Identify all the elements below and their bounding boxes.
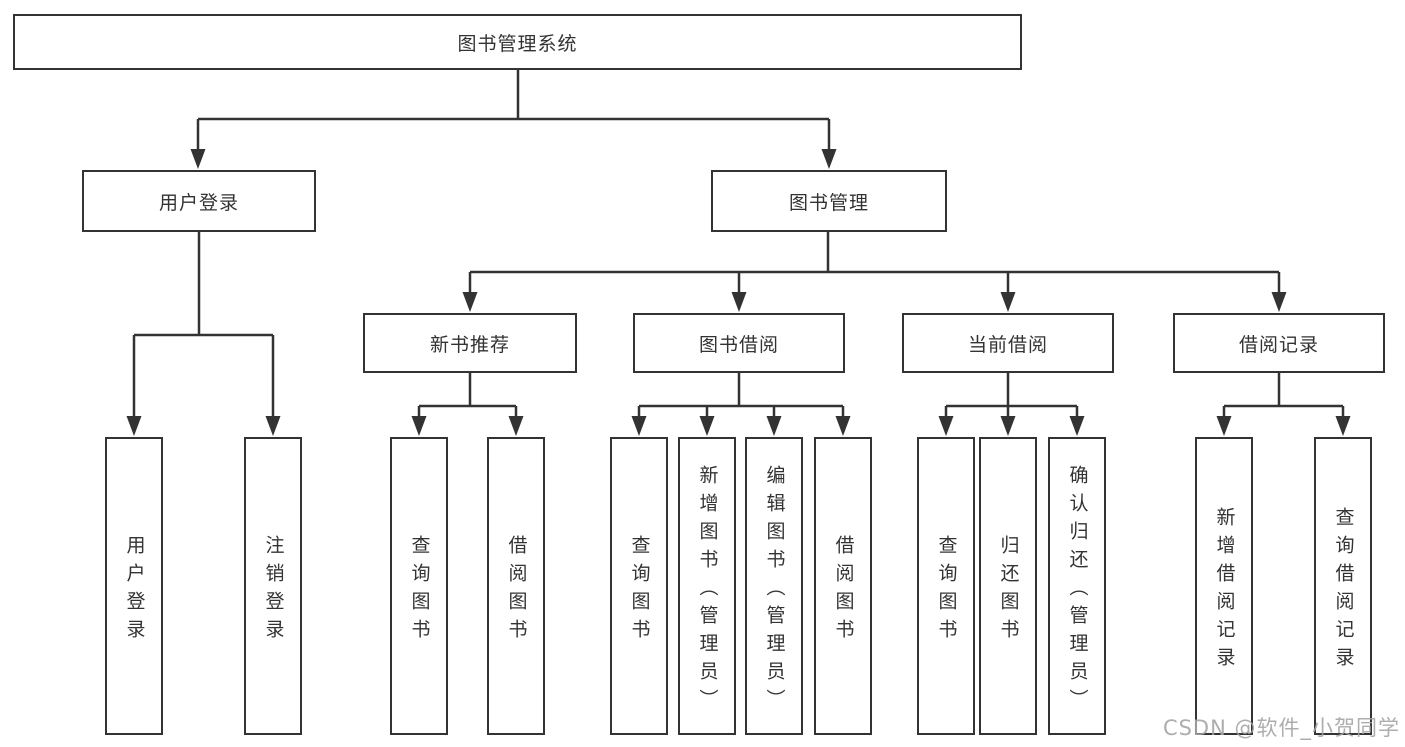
node-edit-books-admin: 编辑图书（管理员）: [745, 437, 803, 735]
node-label: 借阅图书: [832, 534, 855, 647]
node-label: 借阅记录: [1238, 333, 1319, 356]
node-book-borrowing: 图书借阅: [633, 313, 845, 373]
node-return-books: 归还图书: [979, 437, 1037, 735]
node-label: 编辑图书（管理员）: [763, 464, 786, 717]
node-borrow-books-borrowing: 借阅图书: [814, 437, 872, 735]
node-label: 查询图书: [935, 534, 958, 647]
node-book-management: 图书管理: [711, 170, 947, 232]
connector-recommend-to-leaves: [417, 373, 518, 428]
connector-borrowing-to-leaves: [637, 373, 845, 428]
node-user-login-leaf: 用户登录: [105, 437, 163, 735]
node-label: 图书管理系统: [457, 32, 578, 55]
node-query-books-current: 查询图书: [917, 437, 975, 735]
node-label: 新增图书（管理员）: [696, 464, 719, 717]
node-label: 用户登录: [158, 191, 239, 214]
node-label: 借阅图书: [505, 534, 528, 647]
node-label: 当前借阅: [967, 333, 1048, 356]
node-user-login: 用户登录: [82, 170, 316, 232]
node-label: 查询借阅记录: [1332, 506, 1355, 675]
node-label: 用户登录: [123, 534, 146, 647]
node-label: 新书推荐: [429, 333, 510, 356]
node-logout: 注销登录: [244, 437, 302, 735]
node-borrow-books-recommend: 借阅图书: [487, 437, 545, 735]
connector-current-to-leaves: [944, 373, 1079, 428]
node-query-books-recommend: 查询图书: [390, 437, 448, 735]
node-label: 查询图书: [408, 534, 431, 647]
node-label: 注销登录: [262, 534, 285, 647]
node-book-management-system: 图书管理系统: [13, 14, 1022, 70]
csdn-watermark: CSDN @软件_小贺同学: [1162, 716, 1400, 740]
node-current-borrowing: 当前借阅: [902, 313, 1114, 373]
node-label: 图书管理: [788, 191, 869, 214]
node-confirm-return-admin: 确认归还（管理员）: [1048, 437, 1106, 735]
connector-book-management-to-groups: [468, 232, 1281, 304]
connector-records-to-leaves: [1222, 373, 1345, 428]
node-label: 归还图书: [997, 534, 1020, 647]
node-add-borrow-record: 新增借阅记录: [1195, 437, 1253, 735]
node-label: 图书借阅: [698, 333, 779, 356]
node-query-books-borrowing: 查询图书: [610, 437, 668, 735]
node-label: 确认归还（管理员）: [1066, 464, 1089, 717]
node-borrowing-records: 借阅记录: [1173, 313, 1385, 373]
connector-root-to-level2: [196, 70, 831, 160]
node-new-book-recommendation: 新书推荐: [363, 313, 577, 373]
node-label: 查询图书: [628, 534, 651, 647]
node-add-books-admin: 新增图书（管理员）: [678, 437, 736, 735]
node-label: 新增借阅记录: [1213, 506, 1236, 675]
connector-user-login-to-leaves: [132, 232, 275, 428]
node-query-borrow-record: 查询借阅记录: [1314, 437, 1372, 735]
